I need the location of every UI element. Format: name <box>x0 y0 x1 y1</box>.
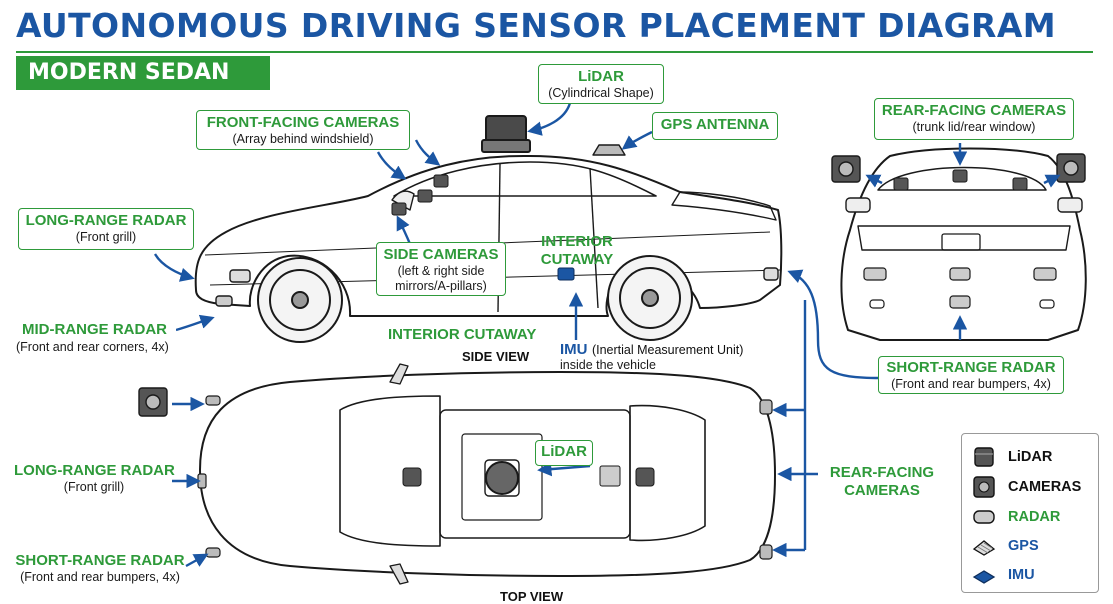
short-range-radar-top-title: SHORT-RANGE RADAR <box>15 552 185 569</box>
short-range-radar-top-desc: (Front and rear bumpers, 4x) <box>20 570 180 584</box>
camera-icon-rear-left <box>831 155 861 183</box>
imu-callout-title: IMU <box>560 341 588 358</box>
side-view-label: SIDE VIEW <box>462 349 530 364</box>
title-divider <box>16 51 1093 53</box>
side-cameras-callout-title: SIDE CAMERAS <box>383 246 499 263</box>
long-range-radar-top-callout: LONG-RANGE RADAR (Front grill) <box>14 462 175 495</box>
short-range-radar-rear-desc: (Front and rear bumpers, 4x) <box>891 377 1051 391</box>
front-cameras-callout: FRONT-FACING CAMERAS (Array behind winds… <box>196 110 410 150</box>
gps-antenna-callout: GPS ANTENNA <box>652 112 778 140</box>
rear-facing-cameras-top-line1: REAR-FACING <box>829 464 935 481</box>
radar-icon <box>973 510 995 524</box>
rear-facing-cameras-top-callout: REAR-FACING CAMERAS <box>820 464 944 500</box>
short-range-radar-rear-title: SHORT-RANGE RADAR <box>886 359 1056 376</box>
front-cameras-callout-title: FRONT-FACING CAMERAS <box>206 114 400 131</box>
interior-cutaway-title: INTERIOR CUTAWAY <box>388 326 537 343</box>
top-view-label: TOP VIEW <box>500 589 564 604</box>
side-cameras-callout: SIDE CAMERAS (left & right side mirrors/… <box>376 242 506 296</box>
long-range-radar-top-title: LONG-RANGE RADAR <box>14 462 175 479</box>
rear-view-car <box>840 147 1087 341</box>
mid-range-radar-desc: (Front and rear corners, 4x) <box>16 340 169 354</box>
side-view-car <box>194 115 783 343</box>
legend-item-cameras: CAMERAS <box>972 476 1081 498</box>
camera-icon-top-front <box>138 387 168 417</box>
legend-label-lidar: LiDAR <box>1008 449 1053 465</box>
long-range-radar-side-callout: LONG-RANGE RADAR (Front grill) <box>18 208 194 250</box>
vehicle-type-banner: MODERN SEDAN <box>16 56 270 90</box>
imu-callout-desc1: (Inertial Measurement Unit) <box>591 343 744 357</box>
page-title: AUTONOMOUS DRIVING SENSOR PLACEMENT DIAG… <box>16 6 1057 45</box>
side-cameras-callout-desc2: mirrors/A-pillars) <box>395 279 487 293</box>
legend-item-gps: GPS <box>972 535 1039 557</box>
legend-label-imu: IMU <box>1008 567 1035 583</box>
imu-icon <box>972 570 996 584</box>
interior-cutaway-inside-label: INTERIOR CUTAWAY <box>532 233 622 269</box>
lidar-callout-title: LiDAR <box>578 68 624 85</box>
rear-facing-cameras-top-line2: CAMERAS <box>844 482 920 499</box>
imu-callout: IMU (Inertial Measurement Unit) inside t… <box>560 341 743 373</box>
mid-range-radar-callout: MID-RANGE RADAR <box>18 320 176 342</box>
rear-cameras-callout-desc: (trunk lid/rear window) <box>912 120 1036 134</box>
legend-label-radar: RADAR <box>1008 509 1061 525</box>
short-range-radar-rear-callout: SHORT-RANGE RADAR (Front and rear bumper… <box>878 356 1064 394</box>
interior-cutaway-inside-line1: INTERIOR <box>541 233 613 250</box>
long-range-radar-top-desc: (Front grill) <box>63 480 125 494</box>
mid-range-radar-title: MID-RANGE RADAR <box>22 321 167 338</box>
rear-cameras-callout: REAR-FACING CAMERAS (trunk lid/rear wind… <box>874 98 1074 140</box>
mid-range-radar-desc-wrap: (Front and rear corners, 4x) <box>16 340 169 355</box>
legend-label-gps: GPS <box>1008 538 1039 554</box>
gps-icon <box>972 540 996 556</box>
legend-item-imu: IMU <box>972 564 1035 586</box>
long-range-radar-side-title: LONG-RANGE RADAR <box>25 212 187 229</box>
front-cameras-callout-desc: (Array behind windshield) <box>232 132 374 146</box>
camera-icon-rear-right <box>1056 153 1086 183</box>
imu-callout-desc2: inside the vehicle <box>560 358 656 372</box>
lidar-icon <box>974 447 994 467</box>
legend-item-lidar: LiDAR <box>972 446 1052 468</box>
sensor-legend: LiDAR CAMERAS RADAR GPS IMU <box>961 433 1099 593</box>
side-cameras-callout-desc1: (left & right side <box>397 264 485 278</box>
interior-cutaway-inside-line2: CUTAWAY <box>540 251 614 268</box>
gps-antenna-callout-title: GPS ANTENNA <box>660 116 770 133</box>
short-range-radar-top-callout: SHORT-RANGE RADAR (Front and rear bumper… <box>14 552 186 585</box>
long-range-radar-side-desc: (Front grill) <box>75 230 137 244</box>
rear-cameras-callout-title: REAR-FACING CAMERAS <box>881 102 1067 119</box>
lidar-top-callout: LiDAR <box>535 440 593 466</box>
lidar-top-title: LiDAR <box>541 443 587 460</box>
lidar-callout: LiDAR (Cylindrical Shape) <box>538 64 664 104</box>
legend-label-cameras: CAMERAS <box>1008 479 1082 495</box>
top-view-car <box>197 363 776 585</box>
interior-cutaway-label: INTERIOR CUTAWAY <box>388 326 536 344</box>
camera-icon <box>973 476 995 498</box>
legend-item-radar: RADAR <box>972 506 1060 528</box>
callout-arrows <box>153 102 1061 568</box>
lidar-callout-desc: (Cylindrical Shape) <box>548 86 654 100</box>
